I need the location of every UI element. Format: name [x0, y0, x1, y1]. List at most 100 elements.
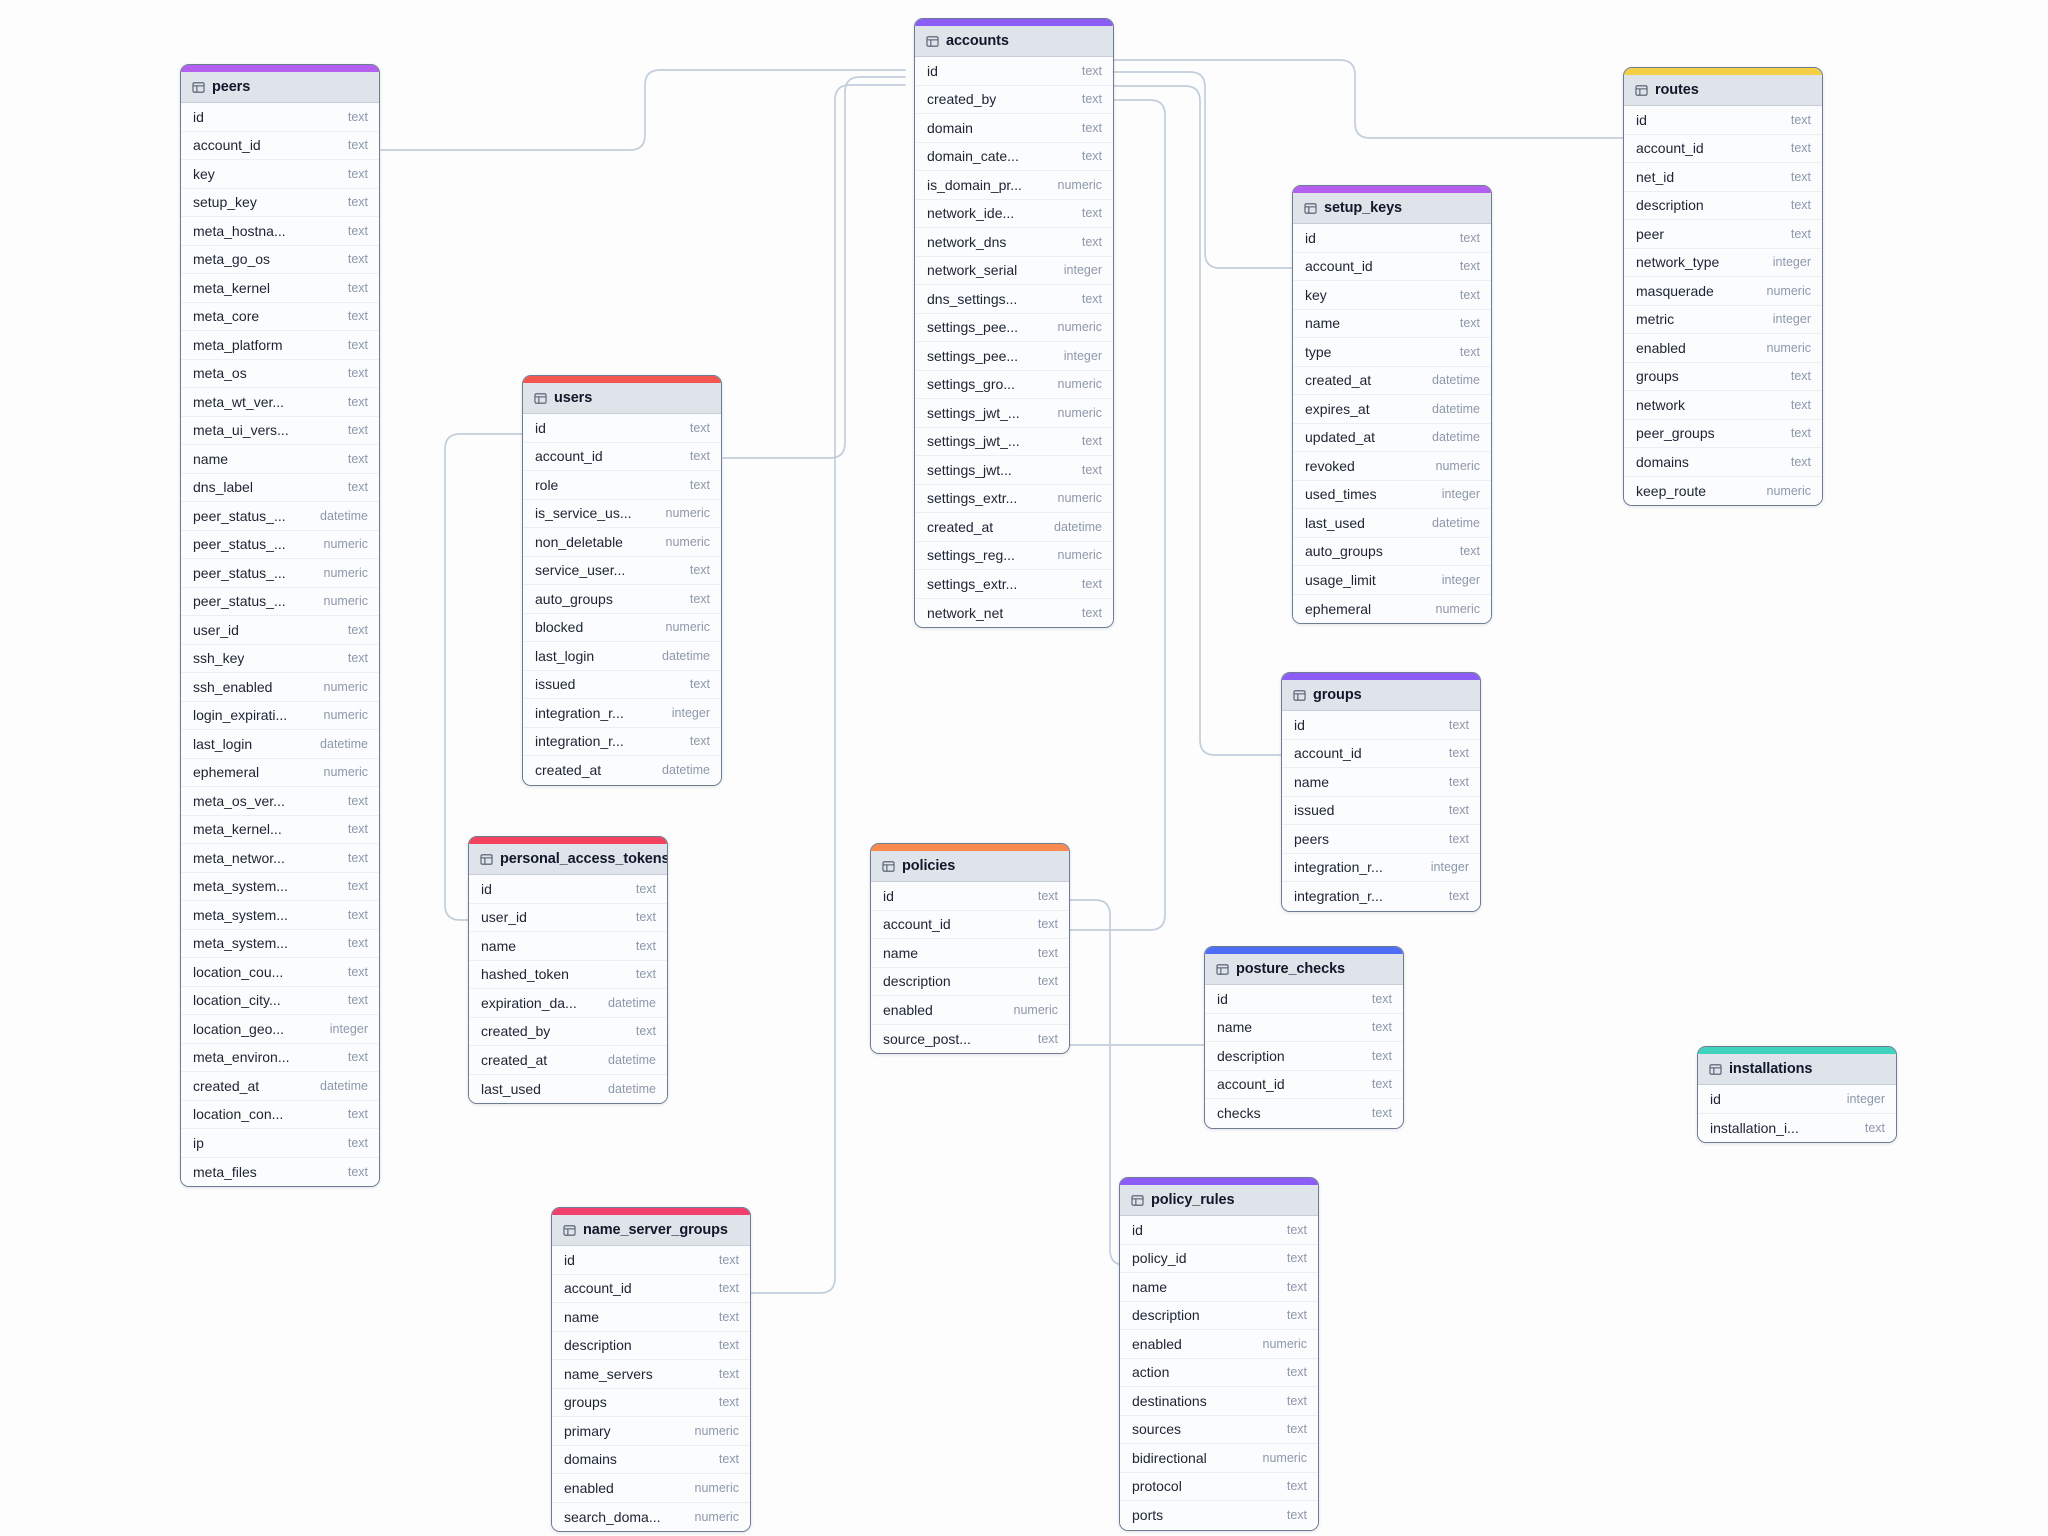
field-row[interactable]: service_user...text	[523, 556, 721, 585]
field-row[interactable]: meta_system...text	[181, 901, 379, 930]
field-row[interactable]: search_doma...numeric	[552, 1502, 750, 1531]
field-row[interactable]: integration_r...text	[1282, 882, 1480, 911]
field-row[interactable]: integration_r...integer	[1282, 853, 1480, 882]
field-row[interactable]: dns_settings...text	[915, 285, 1113, 314]
field-row[interactable]: settings_jwt_...text	[915, 427, 1113, 456]
field-row[interactable]: location_cou...text	[181, 958, 379, 987]
field-row[interactable]: settings_pee...numeric	[915, 313, 1113, 342]
table-header-posture_checks[interactable]: posture_checks	[1205, 954, 1403, 985]
field-row[interactable]: login_expirati...numeric	[181, 701, 379, 730]
field-row[interactable]: peer_status_...numeric	[181, 559, 379, 588]
field-row[interactable]: meta_ui_vers...text	[181, 416, 379, 445]
field-row[interactable]: location_con...text	[181, 1100, 379, 1129]
field-row[interactable]: expiration_da...datetime	[469, 989, 667, 1018]
field-row[interactable]: meta_kernel...text	[181, 815, 379, 844]
field-row[interactable]: meta_networ...text	[181, 844, 379, 873]
field-row[interactable]: integration_r...integer	[523, 699, 721, 728]
field-row[interactable]: settings_jwt...text	[915, 456, 1113, 485]
field-row[interactable]: meta_hostna...text	[181, 217, 379, 246]
field-row[interactable]: meta_system...text	[181, 872, 379, 901]
field-row[interactable]: peer_status_...numeric	[181, 530, 379, 559]
field-row[interactable]: location_city...text	[181, 986, 379, 1015]
table-header-routes[interactable]: routes	[1624, 75, 1822, 106]
table-header-users[interactable]: users	[523, 383, 721, 414]
field-row[interactable]: peer_status_...numeric	[181, 587, 379, 616]
field-row[interactable]: installation_i...text	[1698, 1113, 1896, 1142]
field-row[interactable]: integration_r...text	[523, 727, 721, 756]
table-header-name_server_groups[interactable]: name_server_groups	[552, 1215, 750, 1246]
table-header-groups[interactable]: groups	[1282, 680, 1480, 711]
field-row[interactable]: meta_environ...text	[181, 1043, 379, 1072]
field-row[interactable]: meta_wt_ver...text	[181, 388, 379, 417]
field-row[interactable]: network_ide...text	[915, 199, 1113, 228]
field-row[interactable]: settings_reg...numeric	[915, 541, 1113, 570]
field-row[interactable]: meta_os_ver...text	[181, 787, 379, 816]
